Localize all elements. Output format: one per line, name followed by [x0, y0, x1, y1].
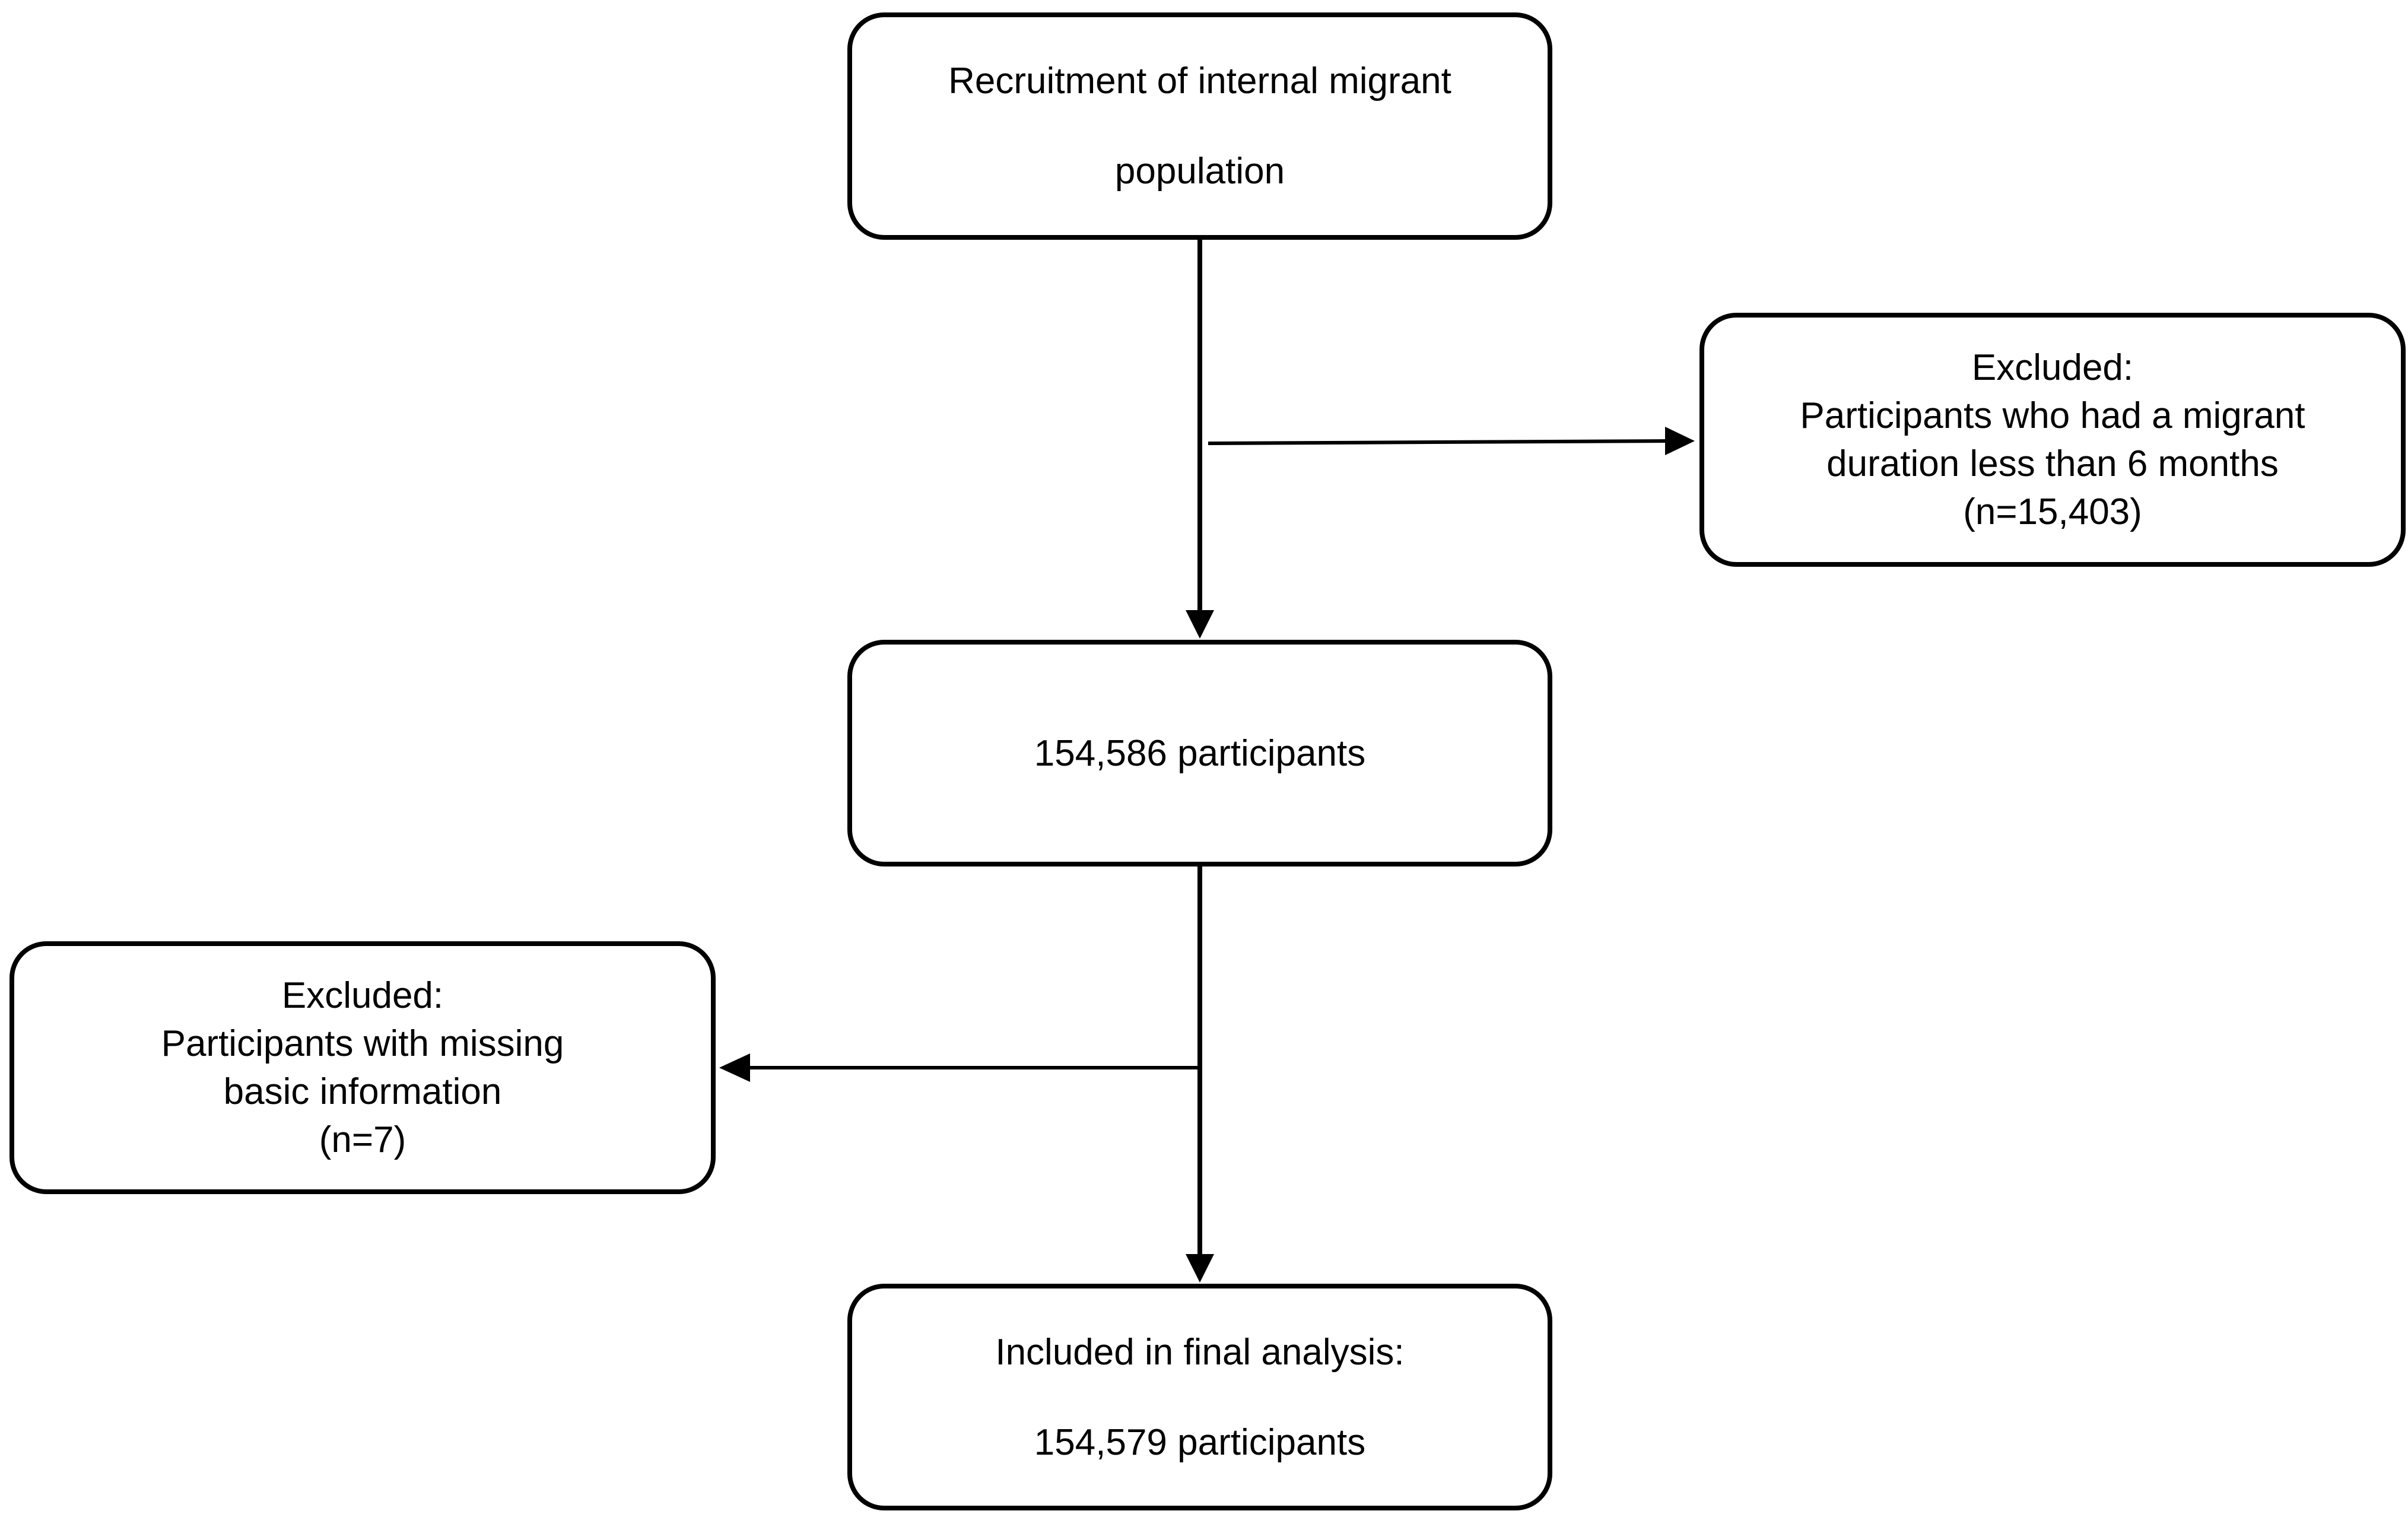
- node-text: population: [1114, 151, 1285, 192]
- node-final: Included in final analysis: 154,579 part…: [847, 1284, 1552, 1510]
- arrowhead-left-icon: [719, 1053, 750, 1082]
- node-count: (n=7): [319, 1119, 406, 1160]
- node-text: Participants with missing: [161, 1023, 564, 1064]
- node-recruitment: Recruitment of internal migrant populati…: [847, 12, 1552, 240]
- node-text: basic information: [223, 1071, 502, 1112]
- arrowhead-right-icon: [1665, 427, 1695, 455]
- node-count: (n=15,403): [1963, 491, 2142, 532]
- arrowhead-down-icon: [1186, 1254, 1214, 1283]
- connector-to-exclusion-1: [1208, 439, 1667, 445]
- node-heading: Included in final analysis:: [995, 1331, 1405, 1373]
- arrowhead-down-icon: [1186, 610, 1214, 639]
- node-exclusion-2: Excluded: Participants with missing basi…: [9, 941, 716, 1194]
- node-text: duration less than 6 months: [1826, 443, 2279, 484]
- node-text: Recruitment of internal migrant: [948, 61, 1451, 101]
- node-participants: 154,586 participants: [847, 640, 1552, 866]
- node-exclusion-1: Excluded: Participants who had a migrant…: [1699, 313, 2406, 567]
- node-heading: Excluded:: [281, 975, 444, 1016]
- node-text: Participants who had a migrant: [1800, 395, 2305, 436]
- node-heading: Excluded:: [1971, 347, 2134, 388]
- node-count: 154,579 participants: [1034, 1421, 1366, 1463]
- node-text: 154,586 participants: [1034, 732, 1366, 774]
